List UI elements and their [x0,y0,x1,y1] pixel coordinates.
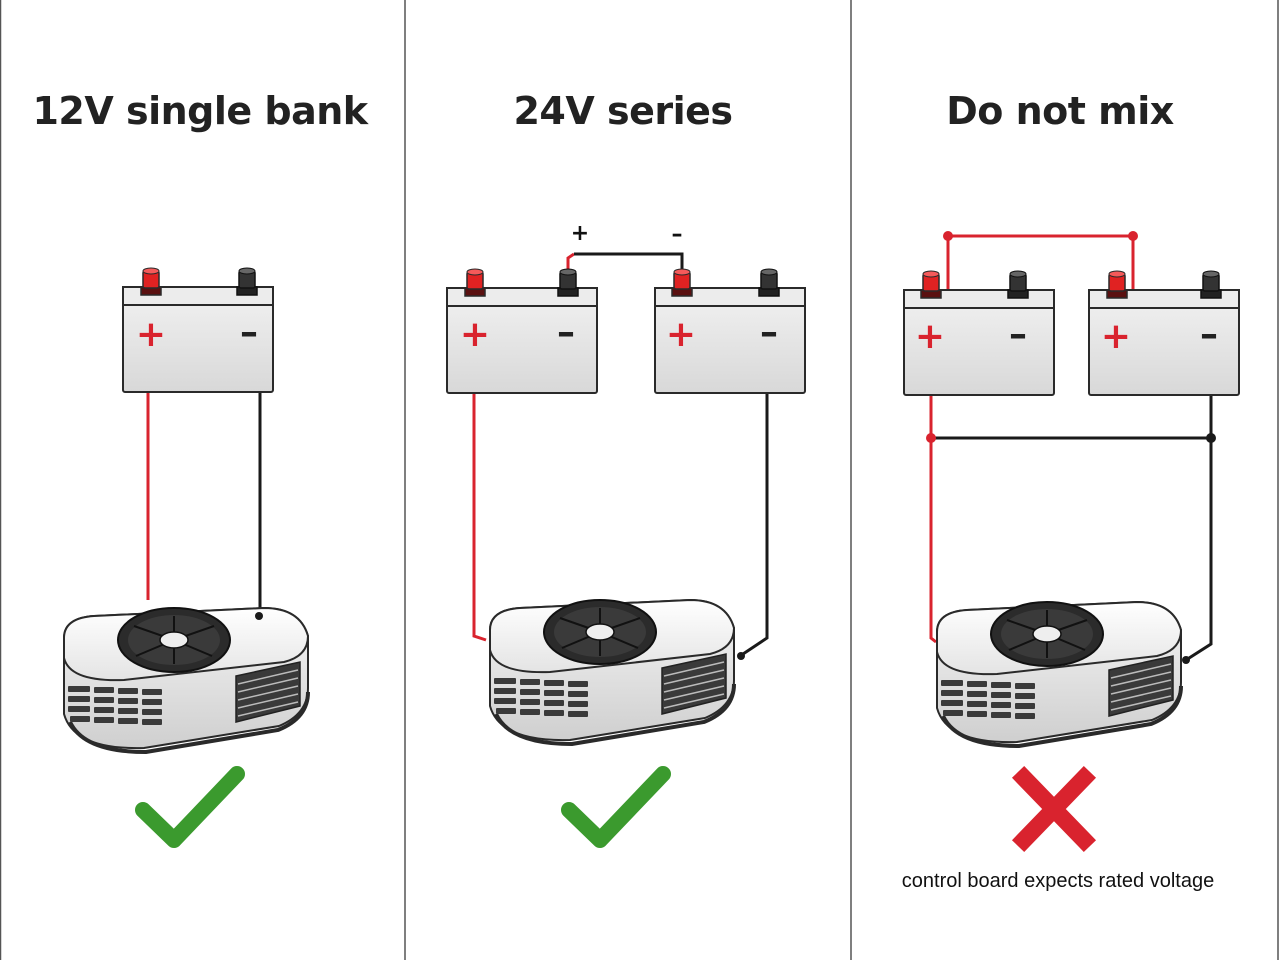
air-conditioner-unit [935,600,1183,748]
junction-dot [943,231,953,241]
negative-mark: – [1200,314,1218,355]
negative-wire [1185,392,1213,662]
positive-terminal [464,268,486,297]
check-icon [561,766,671,848]
panel-24v-series: + – + – + – [446,221,806,848]
negative-wire [739,392,769,658]
positive-mark: + [1101,316,1131,357]
positive-terminal [1106,270,1128,299]
positive-terminal [920,270,942,299]
positive-terminal [140,267,162,296]
positive-mark: + [460,314,490,355]
positive-wire [929,392,937,644]
panel-title-do-not-mix: Do not mix [946,89,1174,133]
junction-dot [1206,433,1216,443]
positive-terminal [671,268,693,297]
negative-terminal [758,268,780,297]
junction-dot [1128,231,1138,241]
negative-terminal [1007,270,1029,299]
positive-mark: + [915,316,945,357]
panel-12v-single: + – [62,267,310,848]
negative-mark: – [557,312,575,353]
panel-title-24v: 24V series [513,89,733,133]
series-plus-label: + [571,221,589,246]
negative-mark: – [1009,314,1027,355]
negative-mark: – [760,312,778,353]
negative-mark: – [240,312,258,353]
negative-terminal [557,268,579,297]
series-link-wire [574,252,684,270]
panel-title-12v: 12V single bank [32,89,368,133]
panel-do-not-mix: + – + – [903,231,1240,853]
positive-bus-wire [946,234,1135,292]
negative-terminal [236,267,258,296]
series-minus-label: – [672,222,683,247]
negative-terminal [1200,270,1222,299]
positive-mark: + [666,314,696,355]
positive-wire [472,392,487,642]
series-link-positive [566,252,575,272]
air-conditioner-unit [488,598,736,746]
check-icon [135,766,245,848]
air-conditioner-unit [62,606,310,754]
cross-icon [1011,765,1097,853]
positive-mark: + [136,314,166,355]
warning-caption: control board expects rated voltage [901,870,1215,892]
junction-dot [926,433,936,443]
